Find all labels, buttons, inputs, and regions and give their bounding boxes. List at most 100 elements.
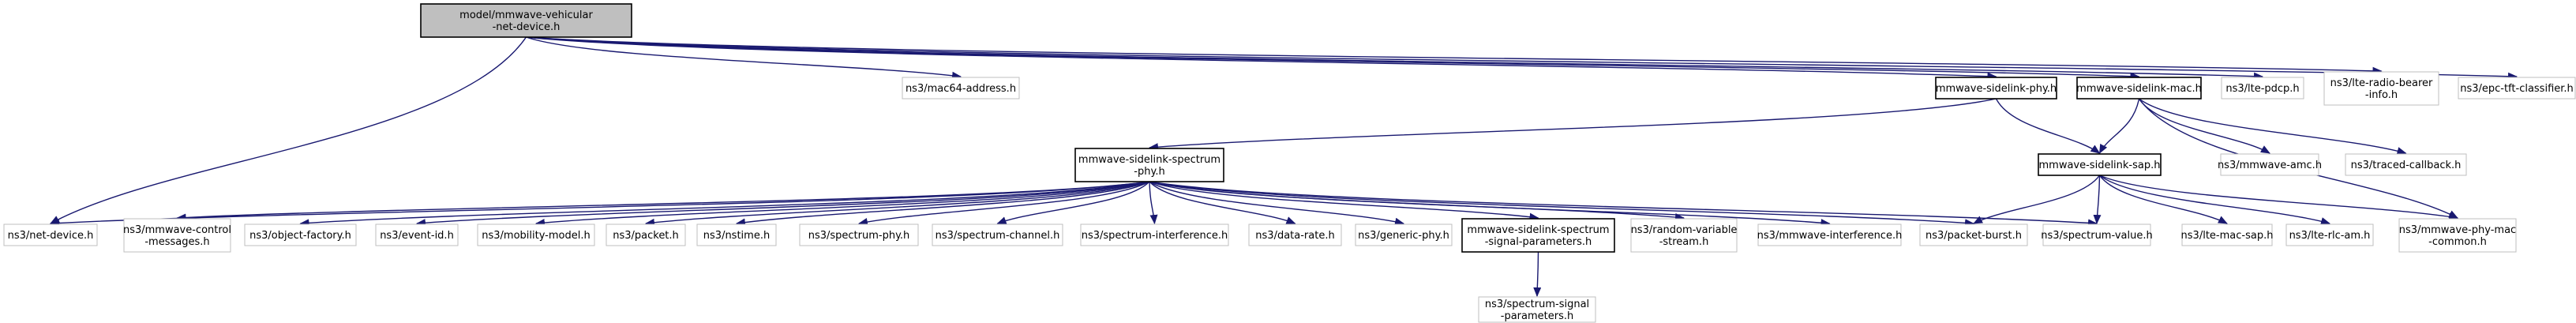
node-mminterf[interactable]: ns3/mmwave-interference.h [1757,223,1903,246]
node-mobility[interactable]: ns3/mobility-model.h [477,223,595,246]
node-label: ns3/traced-callback.h [2351,160,2462,171]
node-sap[interactable]: mmwave-sidelink-sap.h [2038,153,2162,176]
node-box [1757,223,1902,246]
node-phymac[interactable]: ns3/mmwave-phy-mac-common.h [2398,218,2517,253]
node-nstime[interactable]: ns3/nstime.h [696,223,777,246]
node-label: ns3/mmwave-control [123,224,231,236]
node-epc[interactable]: ns3/epc-tft-classifier.h [2458,77,2576,100]
node-label: ns3/lte-rlc-am.h [2289,230,2371,242]
node-lterlcam[interactable]: ns3/lte-rlc-am.h [2285,223,2374,246]
edge-mac-to-traced [2139,98,2407,155]
edge-sap-to-specval [2093,175,2102,224]
edge-sap-to-lterlcam [2099,175,2330,225]
node-box [606,223,686,246]
edge-root-to-pdcp [526,36,2263,81]
node-label: ns3/spectrum-phy.h [808,230,910,242]
node-specsig[interactable]: ns3/spectrum-signal-parameters.h [1478,296,1596,323]
node-root[interactable]: model/mmwave-vehicular-net-device.h [420,3,632,38]
edge-spectrum_phy_sl-to-ctrl [176,181,1150,222]
node-sigparams_sl[interactable]: mmwave-sidelink-spectrum-signal-paramete… [1461,218,1615,253]
edge-spectrum_phy_sl-to-mobility [535,181,1150,227]
edge-phy-to-spectrum_phy_sl [1149,98,1997,152]
node-specchan[interactable]: ns3/spectrum-channel.h [932,223,1063,246]
node-label: ns3/packet-burst.h [1925,230,2022,242]
node-box [1919,223,2028,246]
node-box [2345,153,2467,176]
node-mac[interactable]: mmwave-sidelink-mac.h [2076,77,2202,100]
node-pdcp[interactable]: ns3/lte-pdcp.h [2221,77,2304,100]
node-objfac[interactable]: ns3/object-factory.h [244,223,357,246]
node-pktburst[interactable]: ns3/packet-burst.h [1919,223,2028,246]
node-box [1461,218,1615,253]
edge-spectrum_phy_sl-to-specphy [858,181,1150,226]
node-label: -stream.h [1659,236,1709,248]
node-box [375,223,459,246]
node-phy[interactable]: mmwave-sidelink-phy.h [1935,77,2057,100]
edge-sigparams_sl-to-specsig [1533,251,1542,297]
node-label: mmwave-sidelink-spectrum [1078,154,1221,166]
node-label: ns3/spectrum-signal [1485,299,1589,310]
node-box [123,218,231,253]
node-eventid[interactable]: ns3/event-id.h [375,223,459,246]
node-label: ns3/generic-phy.h [1358,230,1449,242]
node-box [932,223,1063,246]
node-label: ns3/spectrum-interference.h [1082,230,1228,242]
edge-spectrum_phy_sl-to-datarate [1149,181,1296,224]
node-genphy[interactable]: ns3/generic-phy.h [1355,223,1453,246]
node-box [2458,77,2576,100]
node-packet[interactable]: ns3/packet.h [606,223,686,246]
node-amc[interactable]: ns3/mmwave-amc.h [2218,153,2322,176]
node-label: ns3/mobility-model.h [482,230,590,242]
node-mac64[interactable]: ns3/mac64-address.h [902,77,1020,100]
node-label: ns3/epc-tft-classifier.h [2460,83,2574,95]
node-label: mmwave-sidelink-spectrum [1467,224,1609,236]
edge-mac-to-sap [2098,98,2140,154]
edge-spectrum_phy_sl-to-specchan [996,181,1150,224]
node-box [1630,218,1738,253]
node-box [1935,77,2057,100]
node-box [2181,223,2273,246]
node-box [2042,223,2151,246]
node-label: ns3/object-factory.h [249,230,351,242]
node-rbinfo[interactable]: ns3/lte-radio-bearer-info.h [2323,71,2439,106]
node-label: mmwave-sidelink-sap.h [2039,160,2161,171]
node-netdev[interactable]: ns3/net-device.h [3,223,98,246]
edge-spectrum_phy_sl-to-netdev [50,181,1150,227]
node-specval[interactable]: ns3/spectrum-value.h [2041,223,2153,246]
node-label: ns3/data-rate.h [1255,230,1334,242]
node-box [799,223,919,246]
node-box [1355,223,1453,246]
edge-spectrum_phy_sl-to-nstime [736,181,1150,227]
node-spectrum_phy_sl[interactable]: mmwave-sidelink-spectrum-phy.h [1074,148,1224,182]
edge-spectrum_phy_sl-to-specval [1149,181,2098,227]
node-label: ns3/packet.h [613,230,679,242]
node-label: -phy.h [1134,166,1164,178]
node-label: ns3/event-id.h [380,230,454,242]
node-traced[interactable]: ns3/traced-callback.h [2345,153,2467,176]
node-label: mmwave-sidelink-phy.h [1936,83,2057,95]
node-randvar[interactable]: ns3/random-variable-stream.h [1630,218,1738,253]
node-box [2038,153,2162,176]
node-label: ns3/lte-pdcp.h [2225,83,2299,95]
edge-spectrum_phy_sl-to-mminterf [1149,181,1831,227]
node-specint[interactable]: ns3/spectrum-interference.h [1080,223,1229,246]
node-specphy[interactable]: ns3/spectrum-phy.h [799,223,919,246]
edge-spectrum_phy_sl-to-sigparams_sl [1149,181,1539,221]
node-label: ns3/mmwave-interference.h [1757,230,1903,242]
node-ctrl[interactable]: ns3/mmwave-control-messages.h [123,218,231,253]
node-box [696,223,777,246]
node-label: ns3/lte-radio-bearer [2330,77,2433,89]
node-box [1478,296,1596,323]
node-datarate[interactable]: ns3/data-rate.h [1248,223,1342,246]
node-box [420,3,632,38]
node-label: -parameters.h [1501,310,1573,322]
edge-root-to-netdev [50,36,527,224]
node-ltemacsap[interactable]: ns3/lte-mac-sap.h [2181,223,2274,246]
edge-spectrum_phy_sl-to-genphy [1149,181,1404,226]
edge-spectrum_phy_sl-to-pktburst [1149,181,1974,227]
node-label: ns3/nstime.h [703,230,770,242]
node-label: ns3/mmwave-amc.h [2218,160,2322,171]
node-label: -messages.h [144,236,209,248]
node-label: ns3/mmwave-phy-mac [2399,224,2516,236]
node-box [1074,148,1224,182]
